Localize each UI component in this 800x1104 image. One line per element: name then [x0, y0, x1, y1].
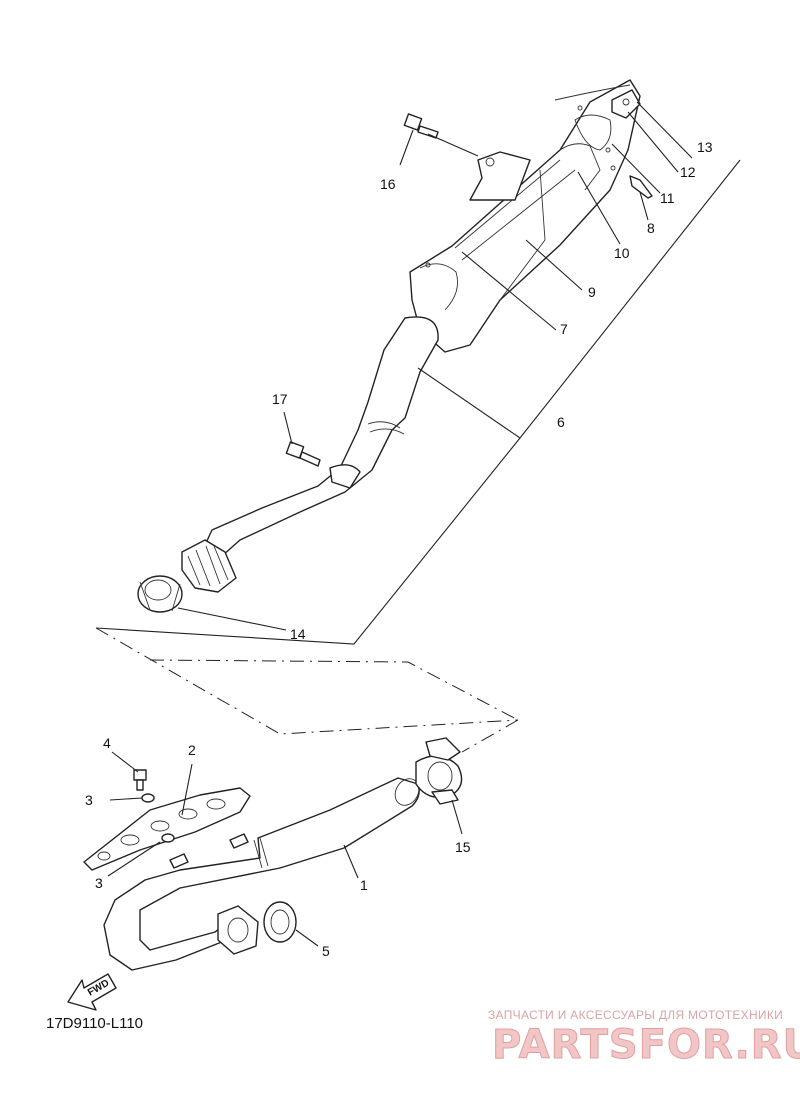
gasket-5 — [263, 901, 297, 943]
callout-3a: 3 — [85, 792, 93, 808]
muffler-assembly — [409, 79, 641, 353]
fwd-arrow-icon: FWD — [67, 973, 117, 1011]
bolt-16-icon — [403, 113, 439, 139]
callout-16: 16 — [380, 176, 396, 192]
leader-lines — [95, 101, 741, 947]
callout-7: 7 — [560, 321, 568, 337]
callout-10: 10 — [614, 245, 630, 261]
assembly-outline — [95, 627, 519, 753]
washer-3b-icon — [161, 833, 175, 843]
watermark-logo: PARTSFOR.RU — [491, 1022, 800, 1069]
callout-8: 8 — [647, 220, 655, 236]
callout-4: 4 — [103, 735, 111, 751]
callout-2: 2 — [188, 742, 196, 758]
washer-3a-icon — [141, 793, 155, 803]
exhaust-pipe-1 — [103, 777, 420, 971]
callout-labels: 1 2 3 3 4 5 6 7 8 9 10 11 12 13 14 15 16… — [85, 139, 713, 959]
callout-1: 1 — [360, 877, 368, 893]
callout-13: 13 — [697, 139, 713, 155]
mid-pipe — [137, 316, 439, 613]
clamp-15 — [415, 737, 463, 805]
callout-17: 17 — [272, 391, 288, 407]
callout-3b: 3 — [95, 875, 103, 891]
heat-protector-2 — [83, 787, 251, 871]
callout-11: 11 — [660, 190, 675, 206]
callout-5: 5 — [322, 943, 330, 959]
bolt-17-icon — [285, 441, 321, 467]
callout-14: 14 — [290, 626, 306, 642]
screw-8-icon — [629, 175, 653, 199]
callout-12: 12 — [680, 164, 696, 180]
callout-6: 6 — [557, 414, 565, 430]
watermark-tagline: ЗАПЧАСТИ И АКСЕССУАРЫ ДЛЯ МОТОТЕХНИКИ — [488, 1008, 784, 1022]
callout-15: 15 — [455, 839, 471, 855]
bolt-4-icon — [133, 769, 147, 791]
callout-9: 9 — [588, 284, 596, 300]
diagram-code: 17D9110-L110 — [46, 1015, 144, 1032]
